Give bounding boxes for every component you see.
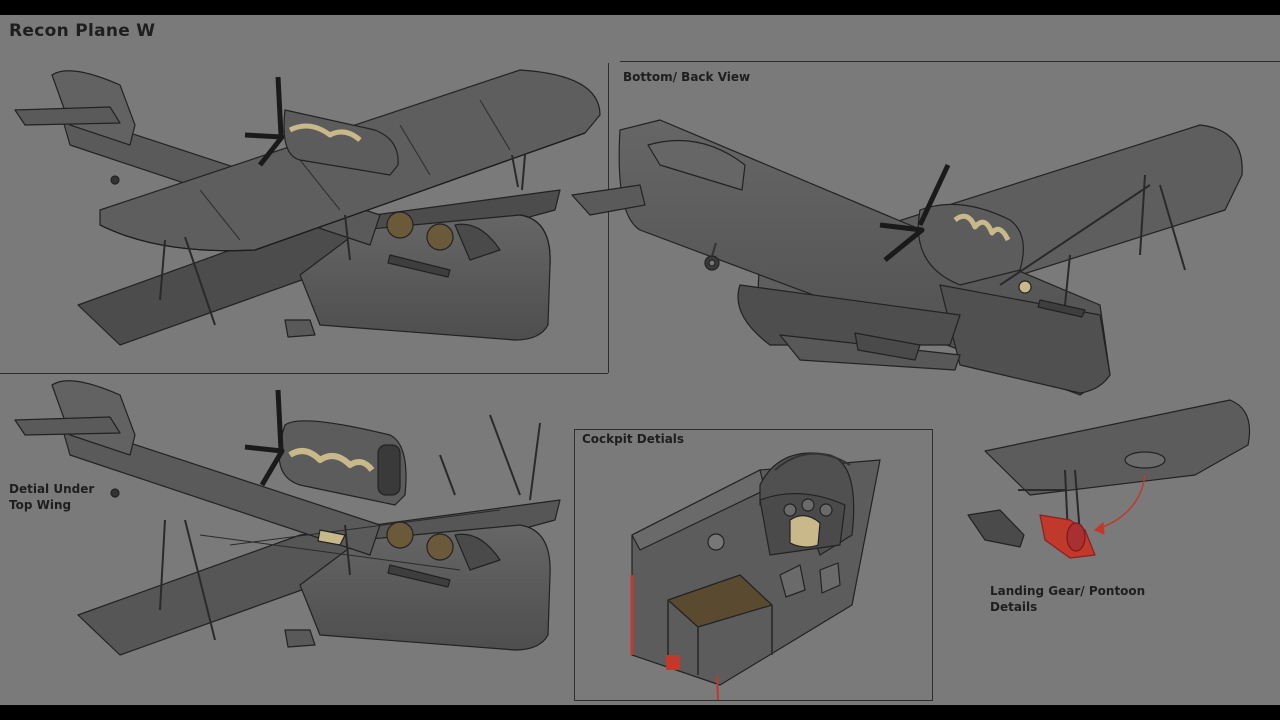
landing-gear-drawing: [967, 399, 1251, 559]
cockpit-detail-drawing: [630, 452, 881, 701]
illustrations: [14, 69, 1251, 701]
plane-main-view: [14, 69, 601, 346]
divider-vertical: [608, 63, 609, 373]
label-cockpit-details: Cockpit Detials: [582, 432, 685, 446]
divider-top-right: [620, 61, 1280, 62]
sheet-title: Recon Plane W: [9, 21, 156, 41]
concept-art-sheet: Recon Plane W Bottom/ Back View Detial U…: [0, 15, 1280, 705]
label-detail-under-top-wing: Detial Under Top Wing: [9, 482, 95, 512]
divider-left-middle: [0, 373, 608, 374]
plane-bottom-back-view: [571, 119, 1243, 396]
label-bottom-back-view: Bottom/ Back View: [623, 70, 751, 84]
plane-detail-under-wing: [14, 380, 561, 656]
cockpit-detail-frame: [574, 429, 933, 701]
label-landing-gear-details: Landing Gear/ Pontoon Details: [990, 584, 1146, 614]
